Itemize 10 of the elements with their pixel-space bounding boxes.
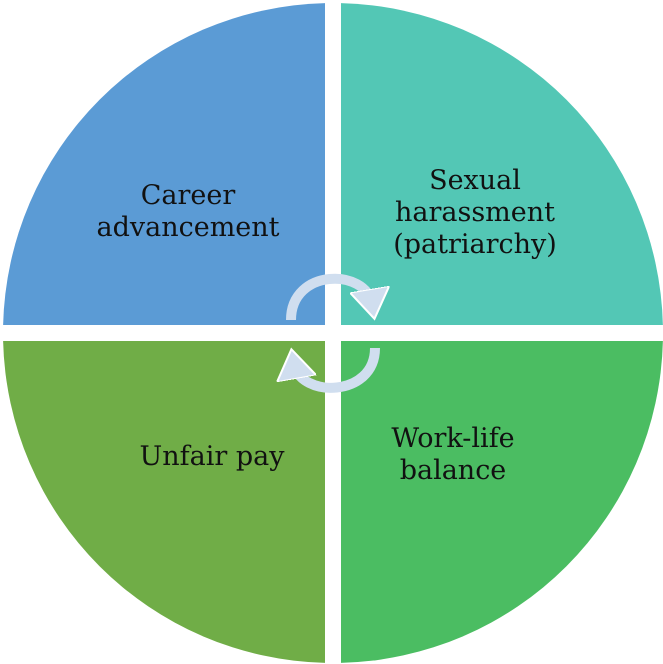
quadrant-segment — [341, 341, 663, 663]
quadrant-segment — [341, 3, 663, 325]
segment-label: Unfair pay — [138, 441, 286, 473]
segment-label: Work-life balance — [390, 423, 516, 487]
curved-arrow — [279, 347, 380, 393]
quadrant-segment — [3, 3, 325, 325]
quadrant-segment — [3, 341, 325, 663]
curved-arrow — [286, 274, 387, 321]
segment-label: Career advancement — [95, 180, 281, 244]
segment-label: Sexual harassment (patriarchy) — [392, 165, 558, 261]
